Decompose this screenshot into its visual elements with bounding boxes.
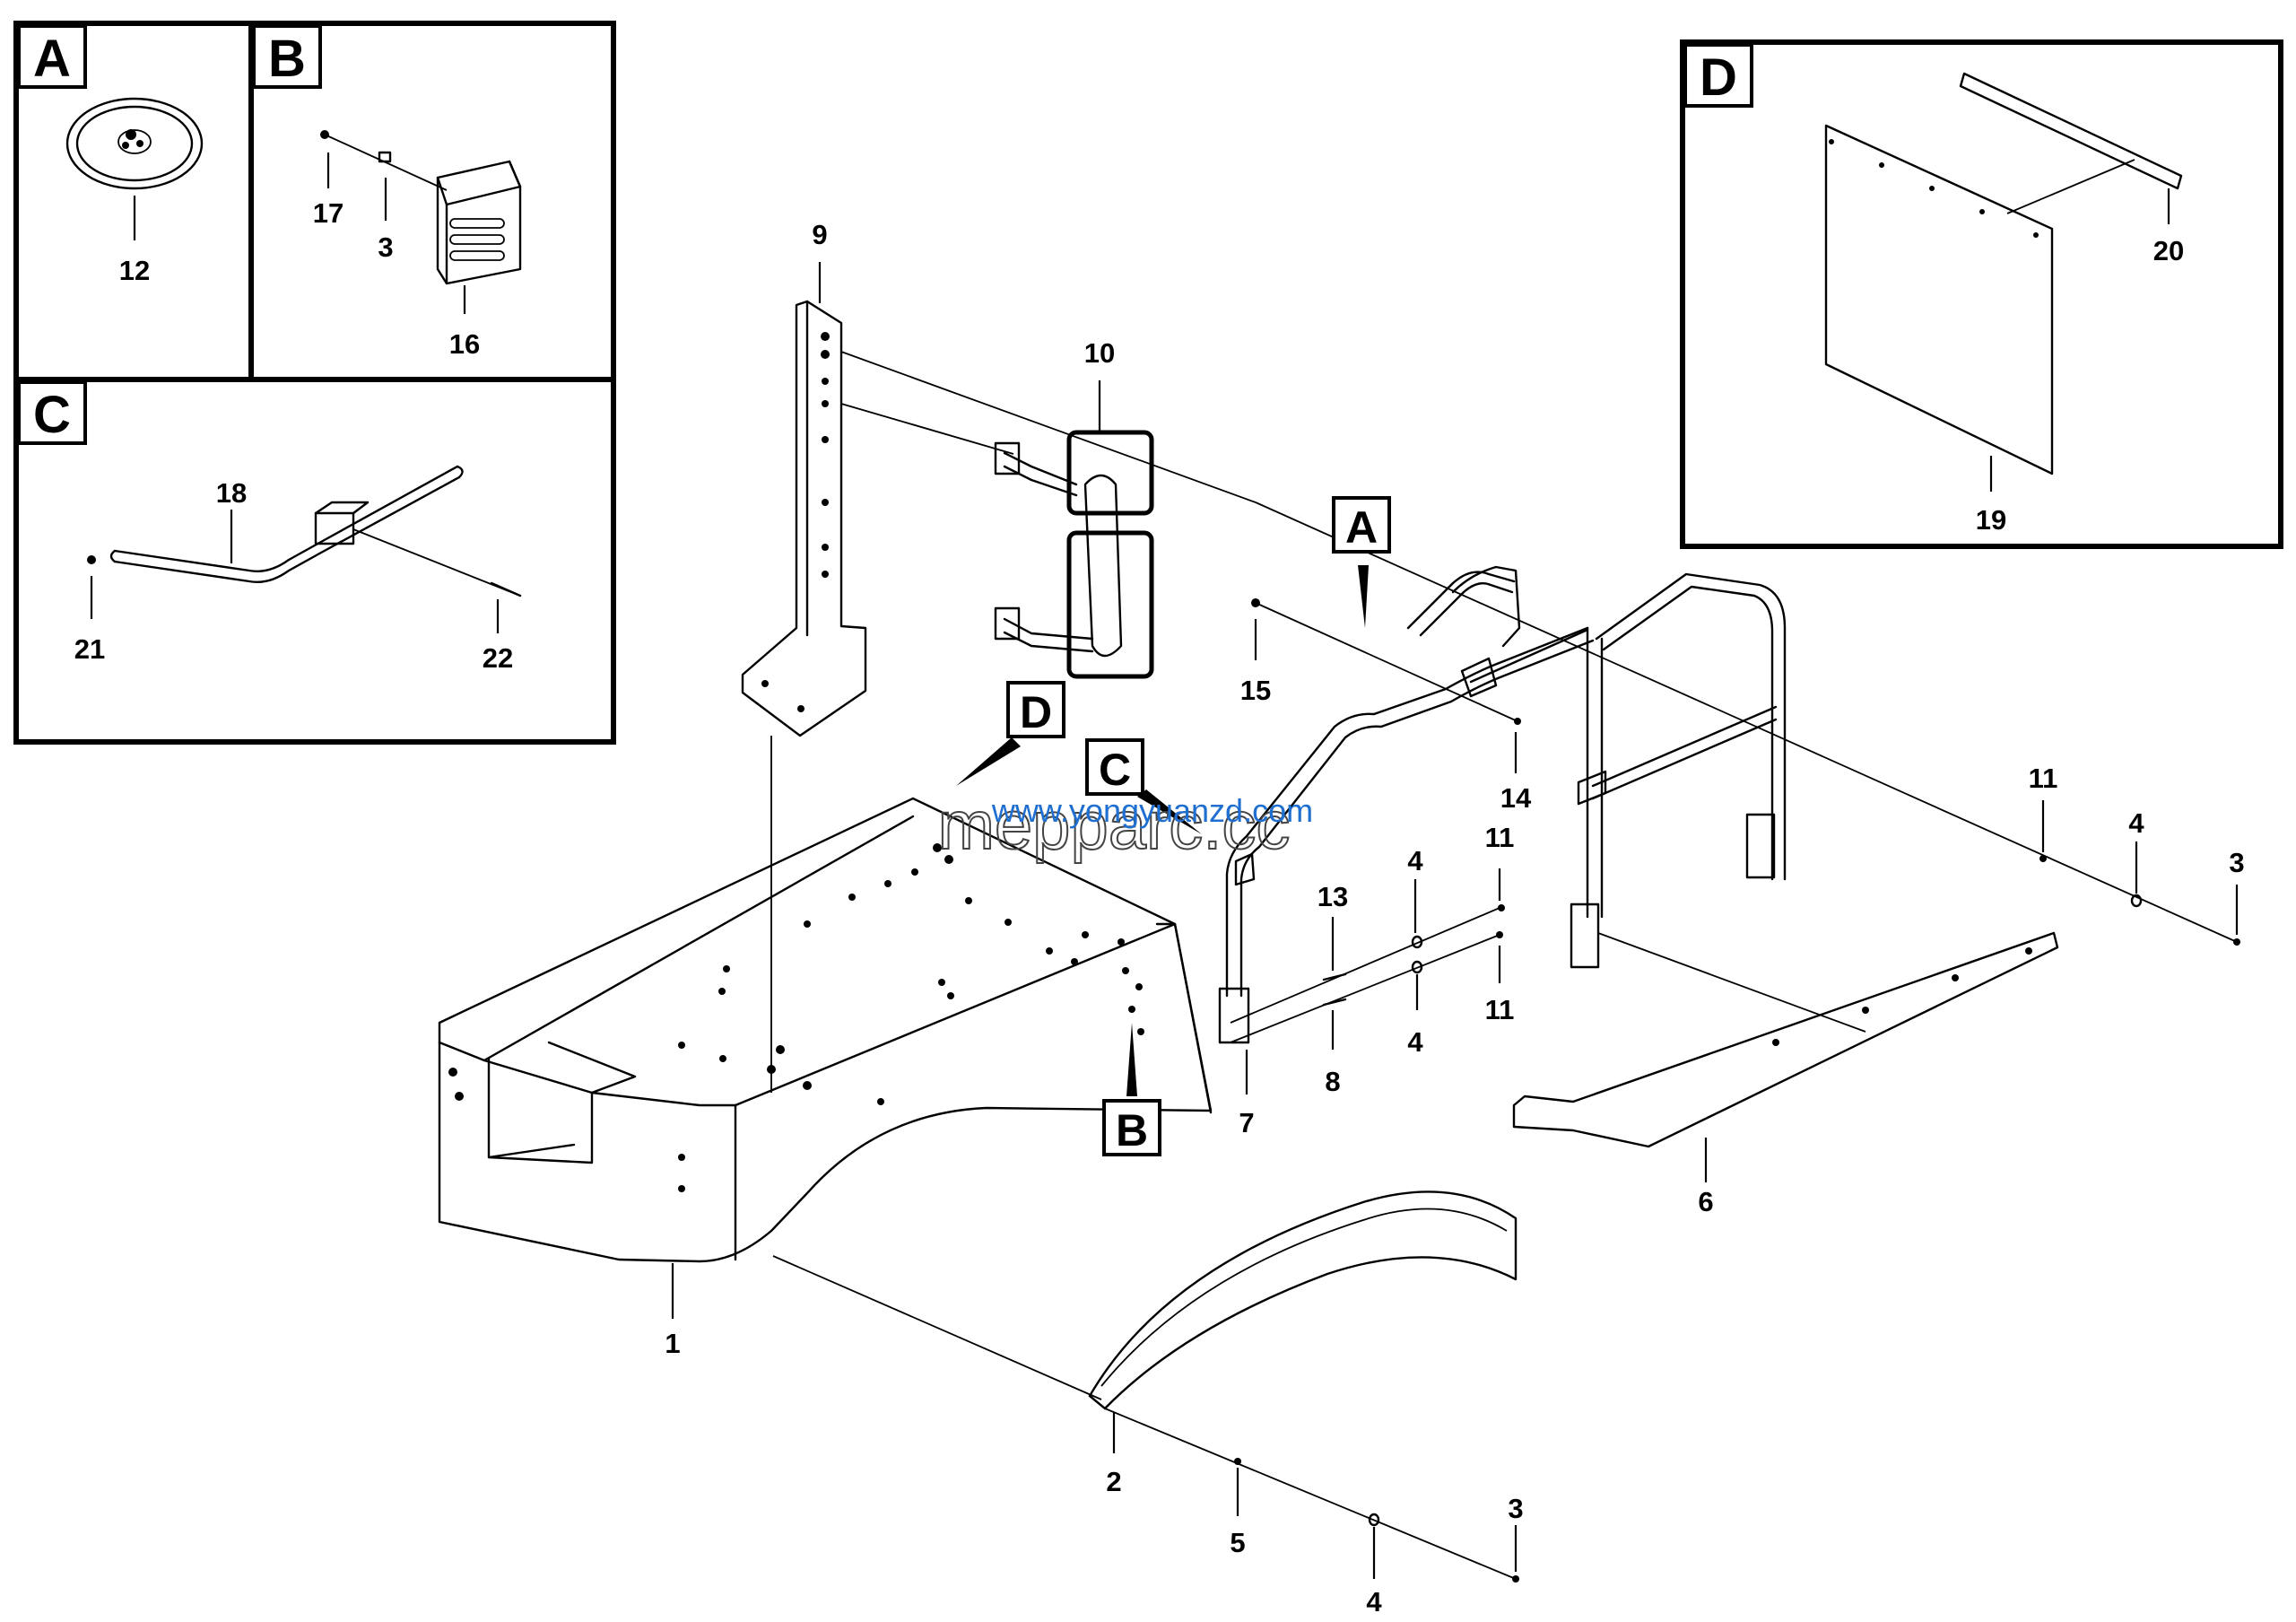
hardware-fasteners	[1234, 598, 2240, 1583]
part-label-9: 10	[1084, 337, 1115, 369]
part-6-support-beam	[1512, 931, 2059, 1148]
part-label-16: 16	[449, 328, 480, 360]
part-label-19: 19	[1976, 504, 2006, 536]
part-label-15: 15	[1240, 675, 1271, 706]
main-assembly: A B C D 9 10 15 14	[438, 219, 2245, 1618]
part-label-5: 5	[1230, 1527, 1245, 1558]
part-label-4-lower: 4	[1407, 1026, 1423, 1058]
detail-view-b-letter: B	[268, 30, 306, 88]
watermark: mepparc.cc www.yongyuanzd.com	[937, 787, 1313, 865]
callout-c: C	[1085, 738, 1202, 834]
part-label-1: 1	[665, 1328, 680, 1359]
part-7-handrail	[1218, 565, 1787, 1044]
detail-panels-frame	[13, 21, 616, 745]
part-label-6: 6	[1698, 1186, 1713, 1217]
assembly-lines	[770, 351, 2238, 1580]
detail-view-c-letter: C	[33, 386, 71, 444]
part-label-14: 14	[1500, 782, 1532, 814]
part-label-11-right: 11	[2029, 763, 2058, 794]
part-9-mirror	[994, 430, 1154, 679]
part-label-20: 20	[2153, 235, 2184, 266]
part-label-8: 9	[812, 219, 827, 250]
callout-b: B	[1102, 1023, 1161, 1156]
detail-view-a-letter: A	[33, 30, 71, 88]
detail-panels: A 12 B	[13, 21, 2283, 745]
part-label-4-upper: 4	[1407, 845, 1423, 876]
part-label-2: 2	[1106, 1466, 1121, 1497]
callout-d-letter: D	[1020, 687, 1052, 737]
detail-view-a: A 12	[17, 24, 204, 286]
callout-a-letter: A	[1345, 502, 1378, 553]
part-label-3-right: 3	[2229, 847, 2244, 878]
part-label-11-lower: 11	[1485, 994, 1515, 1025]
part-16-grille-box	[436, 160, 522, 285]
part-8-bracket-post	[741, 300, 867, 737]
part-labels: 9 10 15 14 11 4 13 11 4 8 7 11 4	[665, 219, 2244, 1618]
callout-a: A	[1332, 496, 1391, 628]
callout-b-letter: B	[1116, 1105, 1148, 1155]
part-label-12: 13	[1318, 881, 1348, 912]
part-label-18: 18	[216, 477, 247, 509]
part-label-3-detail-b: 3	[378, 231, 393, 263]
watermark-brand: mepparc.cc	[938, 788, 1291, 864]
part-label-21: 21	[74, 633, 105, 665]
part-label-17: 17	[313, 197, 344, 229]
part-label-10: 8	[1325, 1066, 1340, 1097]
callout-d: D	[956, 681, 1065, 786]
part-19-panel	[1824, 124, 2054, 475]
part-label-4-bottom: 4	[1366, 1586, 1382, 1618]
part-2-fender-liner	[1088, 1190, 1518, 1410]
part-label-4-right: 4	[2128, 807, 2144, 839]
watermark-url: www.yongyuanzd.com	[991, 792, 1313, 829]
detail-view-b: B 17 3 16	[252, 24, 522, 360]
part-label-7: 7	[1239, 1107, 1254, 1138]
part-20-strip	[1959, 72, 2183, 190]
detail-view-c: C 18 21 22	[17, 380, 522, 674]
part-label-13: 12	[119, 255, 150, 286]
part-label-11-upper: 11	[1485, 822, 1515, 853]
detail-view-d-letter: D	[1700, 48, 1737, 107]
part-1-housing	[438, 797, 1213, 1263]
part-18-rod	[109, 465, 464, 583]
detail-view-d-frame	[1680, 39, 2283, 549]
callout-c-letter: C	[1099, 745, 1131, 795]
detail-view-d: D 20 19	[1680, 39, 2283, 549]
part-label-3-bottom: 3	[1508, 1493, 1523, 1524]
part-label-22: 22	[483, 642, 513, 674]
part-13-cover-disc	[65, 97, 204, 190]
